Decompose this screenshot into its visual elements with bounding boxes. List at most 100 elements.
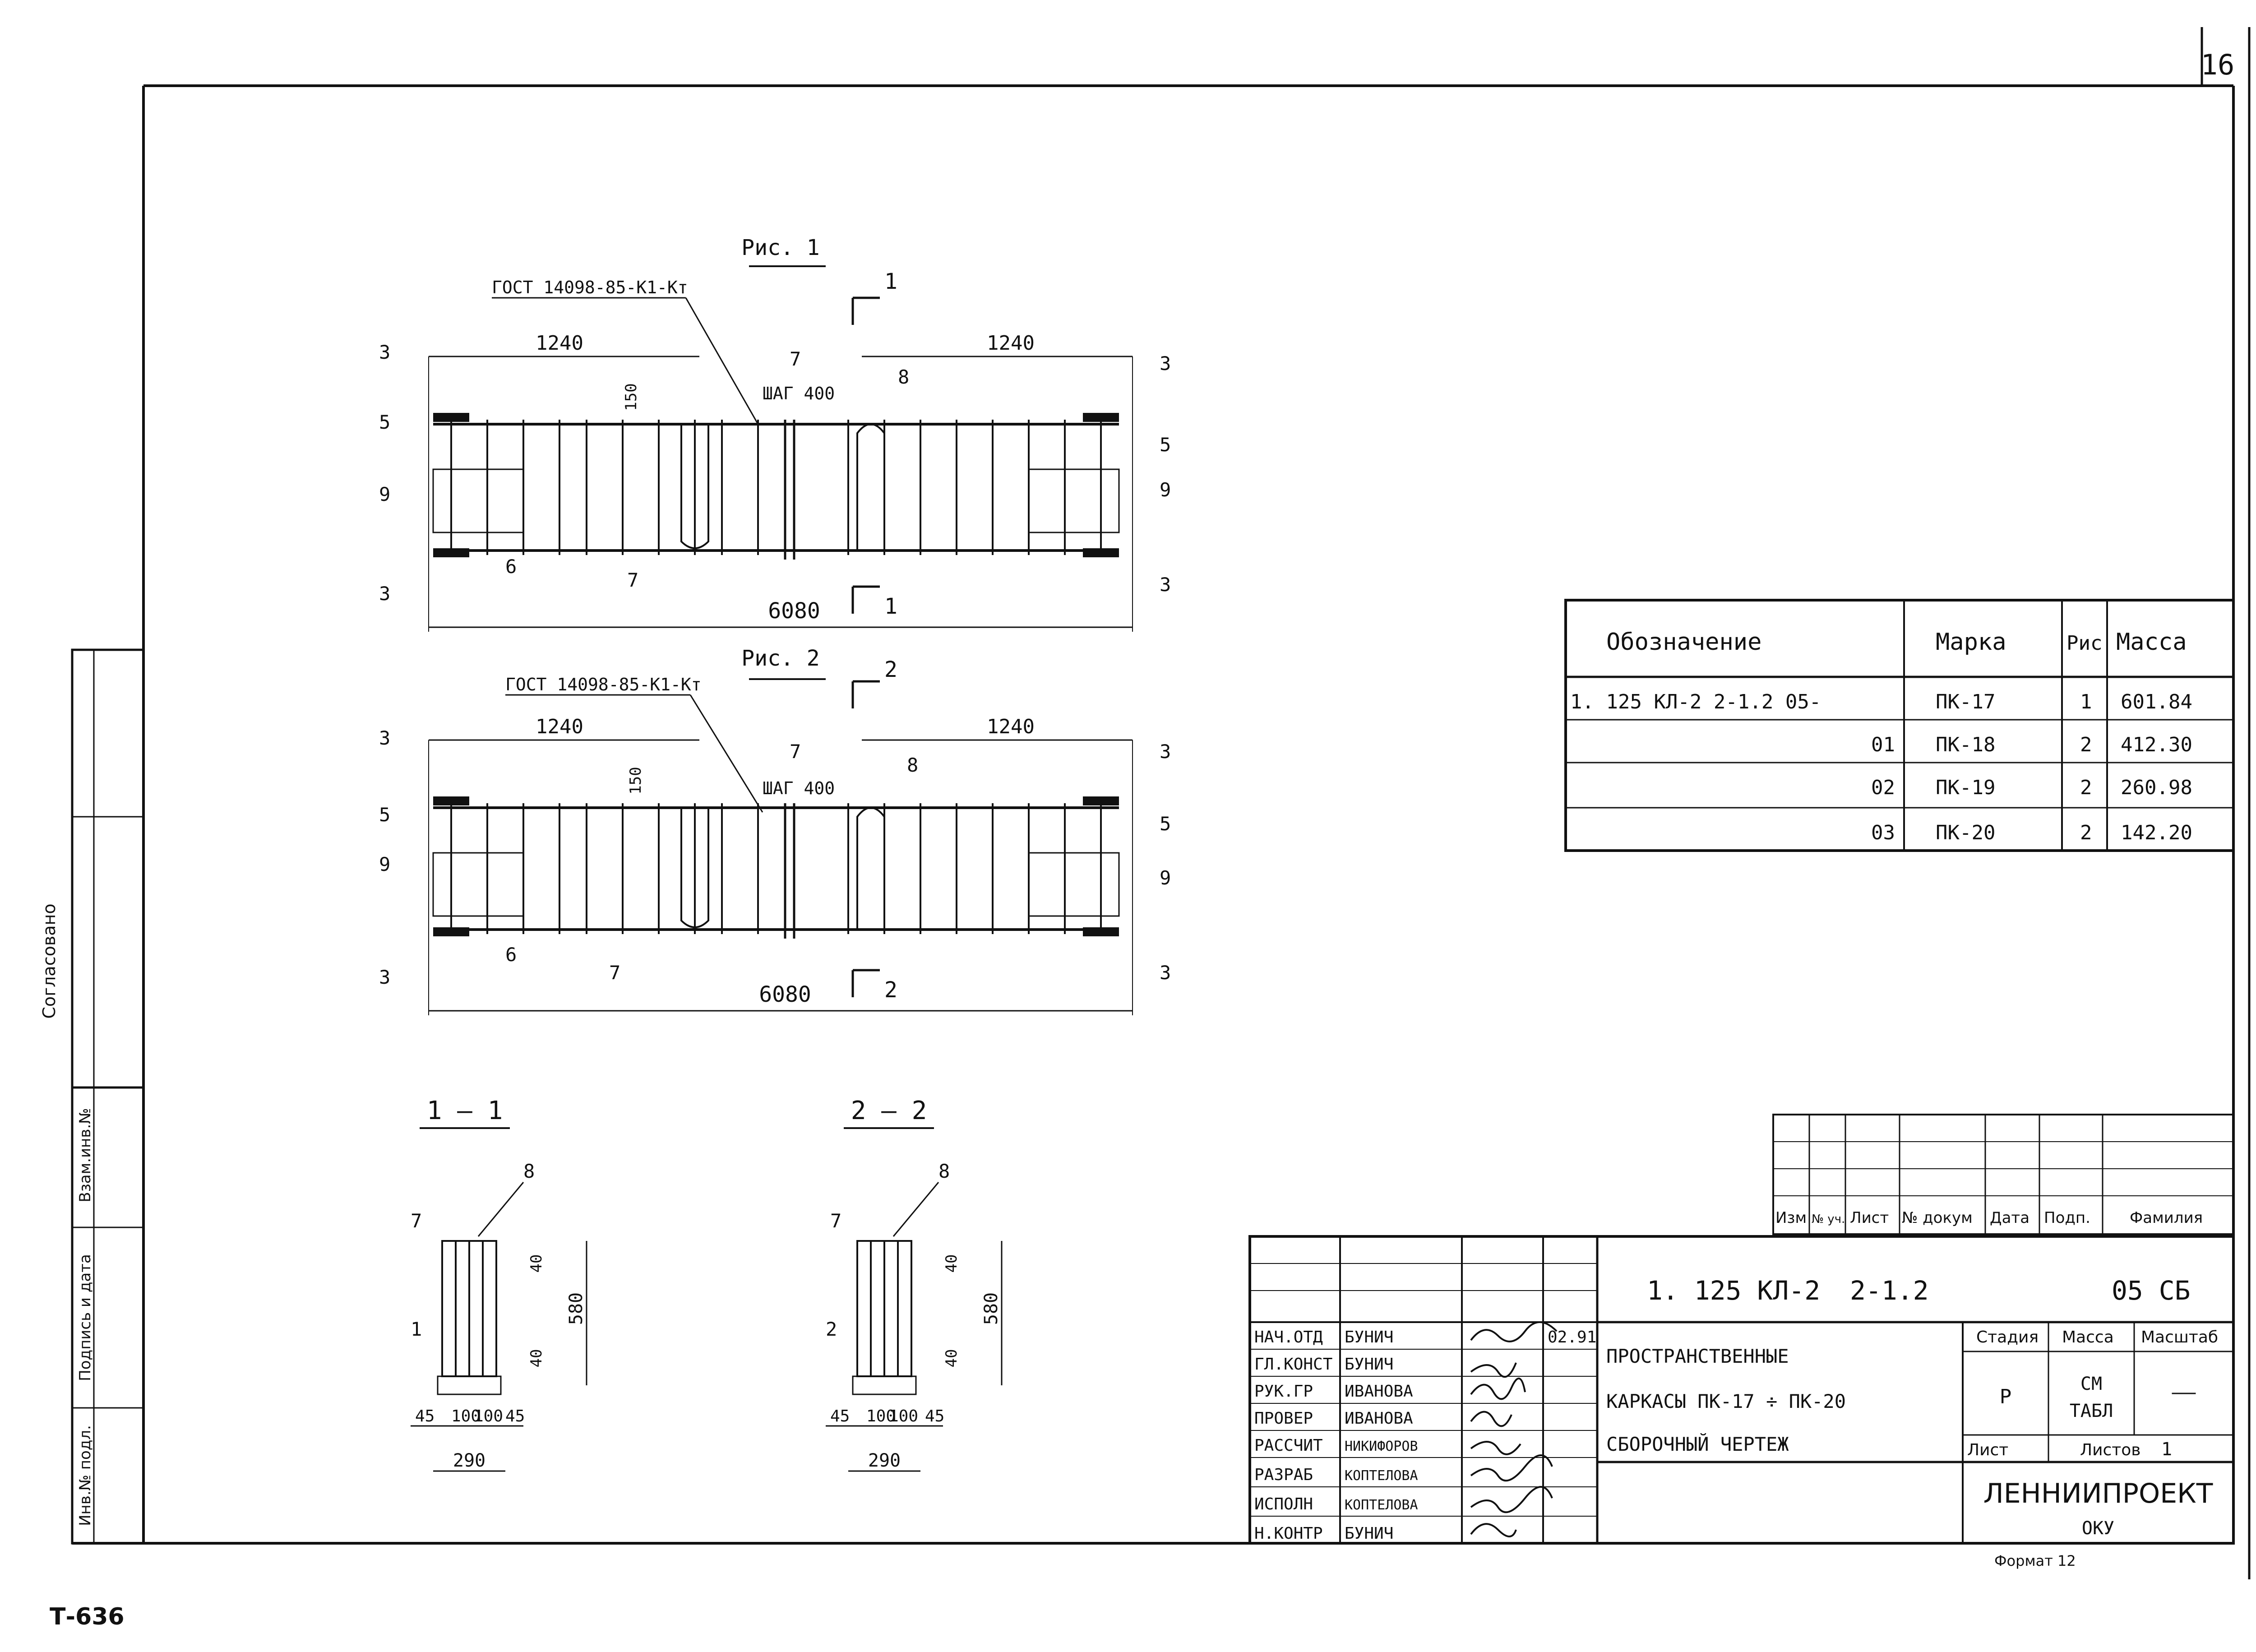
spec-header-designation: Обозначение [1606, 629, 1761, 656]
staff-2-role: ГЛ.КОНСТ [1254, 1355, 1332, 1374]
section-1-dim-b: 100 [451, 1407, 481, 1425]
figure-1-callout-3c: 3 [1160, 352, 1171, 375]
figure-2-callout-9b: 9 [1160, 867, 1171, 889]
section-2-top-label: 8 [938, 1160, 950, 1182]
title-line-3: СБОРОЧНЫЙ ЧЕРТЕЖ [1606, 1433, 1789, 1455]
format-label: Формат 12 [1994, 1552, 2076, 1569]
figure-1-gost: ГОСТ 14098-85-К1-Кт [492, 278, 688, 297]
agreed-label: Согласовано [39, 903, 59, 1018]
figure-2-callout-3a: 3 [379, 727, 390, 749]
spec-row-4-designation: 03 [1871, 821, 1895, 844]
spec-table: Обозначение Марка Рис Масса 1. 125 КЛ-2 … [1564, 599, 2235, 852]
bottom-code: Т-636 [50, 1603, 125, 1630]
section-2-dim-width: 290 [868, 1450, 901, 1471]
figure-2: Рис. 2 ГОСТ 14098-85-К1-Кт 2 2 1240 1240… [379, 646, 1171, 1015]
figure-2-callout-5a: 5 [379, 804, 390, 826]
staff-8-role: Н.КОНТР [1254, 1524, 1323, 1543]
spec-header-fig: Рис [2066, 632, 2102, 655]
staff-6-role: РАЗРАБ [1254, 1466, 1313, 1484]
staff-1-role: НАЧ.ОТД [1254, 1328, 1323, 1347]
sheet-frame [72, 27, 2251, 1579]
title-line-1: ПРОСТРАНСТВЕННЫЕ [1606, 1345, 1789, 1367]
inventory-label: Инв.№ подл. [76, 1425, 94, 1526]
spec-row-3-mark: ПК-19 [1936, 776, 1995, 799]
staff-7-role: ИСПОЛН [1254, 1495, 1313, 1513]
figure-1-callout-3d: 3 [1160, 574, 1171, 596]
title-block: Изм № уч. Лист № докум Дата Подп. Фамили… [1248, 1114, 2235, 1545]
staff-3-role: РУК.ГР [1254, 1382, 1313, 1401]
figure-2-dim-150: 150 [627, 767, 645, 794]
figure-1: Рис. 1 ГОСТ 14098-85-К1-Кт 1 1 1240 1240… [379, 235, 1171, 632]
staff-3-name: ИВАНОВА [1345, 1382, 1413, 1401]
spec-row-2-designation: 01 [1871, 733, 1895, 756]
sheets-label: Листов [2080, 1441, 2140, 1459]
section-1-dim-a: 45 [415, 1407, 435, 1425]
rev-header-sign: Подп. [2044, 1209, 2090, 1227]
section-1-dim-c: 100 [474, 1407, 503, 1425]
figure-2-callout-8: 8 [907, 754, 918, 776]
staff-8-name: БУНИЧ [1345, 1524, 1393, 1543]
stage-value: Р [2000, 1385, 2012, 1408]
section-2-2: 2 — 2 8 7 2 580 40 40 45 100 100 45 290 [826, 1096, 1003, 1472]
figure-1-callout-8: 8 [898, 366, 909, 388]
section-1-dim-d: 45 [505, 1407, 525, 1425]
side-stamp: Согласовано Взам.инв.№ Подпись и дата Ин… [39, 648, 145, 1545]
figure-2-step: ШАГ 400 [763, 778, 835, 798]
title-line-2: КАРКАСЫ ПК-17 ÷ ПК-20 [1606, 1390, 1846, 1412]
mass-value-1: СМ [2080, 1374, 2102, 1394]
figure-2-section-mark-top: 2 [884, 657, 897, 682]
figure-1-callout-7b: 7 [627, 569, 638, 591]
spec-row-1-mark: ПК-17 [1936, 690, 1995, 713]
org-subtitle: ОКУ [2082, 1518, 2114, 1539]
staff-1-name: БУНИЧ [1345, 1328, 1393, 1347]
figure-2-callout-6: 6 [505, 944, 517, 966]
figure-2-title: Рис. 2 [741, 646, 819, 671]
sheets-value: 1 [2161, 1439, 2172, 1460]
figure-2-section-mark-bottom: 2 [884, 977, 897, 1003]
figure-1-callout-6: 6 [505, 555, 517, 578]
mass-value-2: ТАБЛ [2070, 1401, 2113, 1421]
spec-row-3-mass: 260.98 [2121, 776, 2192, 799]
figure-1-callout-3a: 3 [379, 341, 390, 363]
figure-1-section-mark-top: 1 [884, 269, 897, 294]
rev-header-list: Лист [1850, 1209, 1889, 1227]
spec-row-3-designation: 02 [1871, 776, 1895, 799]
figure-1-dim-total: 6080 [768, 598, 820, 624]
scale-header: Масштаб [2141, 1328, 2218, 1347]
figure-2-callout-7a: 7 [790, 740, 801, 763]
section-2-label-2: 2 [826, 1318, 837, 1340]
rev-header-date: Дата [1990, 1209, 2029, 1227]
doc-code-3: 05 СБ [2112, 1275, 2191, 1306]
figure-1-step: ШАГ 400 [763, 384, 835, 403]
spec-row-3-fig: 2 [2080, 776, 2092, 799]
section-2-label-7: 7 [830, 1210, 841, 1232]
section-1-label-1: 1 [411, 1318, 422, 1340]
rev-header-doc: № докум [1902, 1209, 1973, 1227]
spec-row-2-mass: 412.30 [2121, 733, 2192, 756]
section-2-dim-bottom: 40 [943, 1349, 961, 1368]
sheet-label: Лист [1967, 1441, 2008, 1459]
doc-code: 1. 125 КЛ-2 [1647, 1275, 1820, 1306]
spec-row-2-fig: 2 [2080, 733, 2092, 756]
staff-6-name: КОПТЕЛОВА [1345, 1468, 1418, 1484]
figure-2-callout-3b: 3 [379, 966, 390, 988]
figure-1-dim-left: 1240 [536, 332, 583, 355]
figure-2-callout-3c: 3 [1160, 740, 1171, 763]
staff-5-role: РАССЧИТ [1254, 1436, 1323, 1455]
figure-2-dim-total: 6080 [759, 982, 811, 1007]
section-2-dim-c: 100 [889, 1407, 918, 1425]
figure-2-callout-9a: 9 [379, 853, 390, 875]
figure-2-gost: ГОСТ 14098-85-К1-Кт [505, 675, 702, 694]
sheet-number: 16 [2201, 48, 2235, 81]
figure-2-callout-7b: 7 [609, 962, 620, 984]
section-2-dim-height: 580 [981, 1292, 1002, 1325]
figure-1-callout-7a: 7 [790, 348, 801, 370]
section-1-dim-height: 580 [566, 1292, 587, 1325]
staff-5-name: НИКИФОРОВ [1345, 1439, 1418, 1454]
org-name: ЛЕННИИПРОЕКТ [1983, 1478, 2213, 1509]
staff-4-role: ПРОВЕР [1254, 1409, 1313, 1428]
section-1-1: 1 — 1 8 7 1 580 40 40 45 100 100 45 290 [411, 1096, 587, 1472]
spec-row-4-mass: 142.20 [2121, 821, 2192, 844]
figure-2-dim-left: 1240 [536, 715, 583, 738]
